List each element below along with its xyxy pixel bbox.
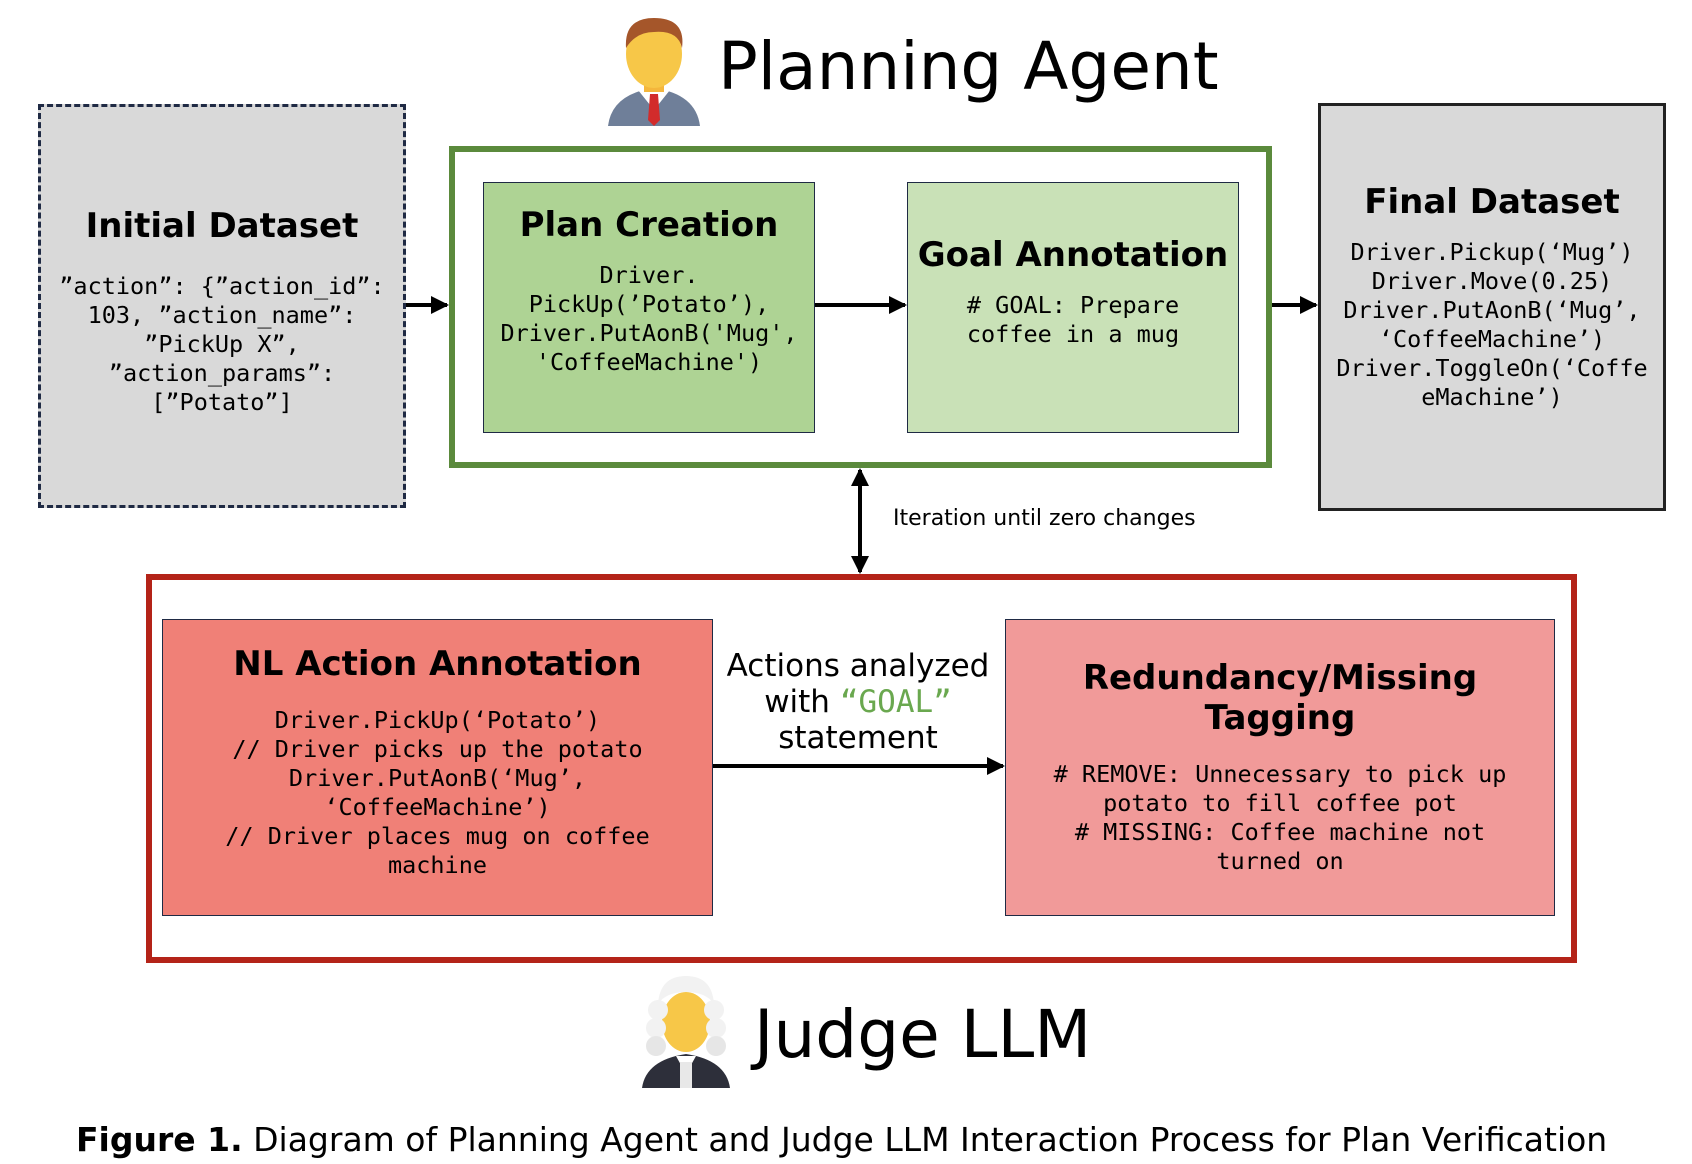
actions-analyzed-line1: Actions analyzed (726, 648, 990, 684)
actions-analyzed-label: Actions analyzed with “GOAL” statement (712, 648, 1004, 756)
judge-llm-title: Judge LLM (754, 996, 1092, 1073)
judge-icon (636, 970, 736, 1088)
planning-agent-icon (604, 10, 704, 126)
initial-dataset-title: Initial Dataset (85, 205, 359, 246)
actions-analyzed-line2: with “GOAL” (764, 684, 952, 720)
redundancy-tagging-title: Redundancy/Missing Tagging (1082, 658, 1478, 738)
planning-agent-title: Planning Agent (718, 28, 1219, 105)
initial-dataset-body: ”action”: {”action_id”: 103, ”action_nam… (59, 271, 385, 416)
goal-annotation-title: Goal Annotation (917, 235, 1229, 275)
plan-creation-body: Driver. PickUp(’Potato’), Driver.PutAonB… (500, 261, 798, 376)
nl-action-annotation-box: NL Action Annotation Driver.PickUp(‘Pota… (162, 619, 713, 916)
figure-caption: Figure 1. Diagram of Planning Agent and … (76, 1120, 1607, 1159)
iteration-label: Iteration until zero changes (893, 506, 1196, 531)
nl-action-annotation-title: NL Action Annotation (233, 644, 642, 684)
redundancy-tagging-body: # REMOVE: Unnecessary to pick up potato … (1053, 760, 1507, 875)
figure-caption-label: Figure 1. (76, 1120, 243, 1159)
goal-annotation-body: # GOAL: Prepare coffee in a mug (966, 291, 1180, 348)
initial-dataset-box: Initial Dataset ”action”: {”action_id”: … (38, 104, 406, 508)
plan-creation-box: Plan Creation Driver. PickUp(’Potato’), … (483, 182, 815, 433)
final-dataset-body: Driver.Pickup(‘Mug’) Driver.Move(0.25) D… (1336, 238, 1648, 411)
redundancy-tagging-box: Redundancy/Missing Tagging # REMOVE: Unn… (1005, 619, 1555, 916)
final-dataset-title: Final Dataset (1364, 182, 1620, 222)
plan-creation-title: Plan Creation (519, 205, 779, 245)
actions-analyzed-line3: statement (778, 720, 938, 756)
goal-keyword: “GOAL” (839, 684, 952, 720)
final-dataset-box: Final Dataset Driver.Pickup(‘Mug’) Drive… (1318, 103, 1666, 511)
goal-annotation-box: Goal Annotation # GOAL: Prepare coffee i… (907, 182, 1239, 433)
nl-action-annotation-body: Driver.PickUp(‘Potato’) // Driver picks … (225, 706, 650, 879)
figure-caption-text: Diagram of Planning Agent and Judge LLM … (253, 1120, 1608, 1159)
